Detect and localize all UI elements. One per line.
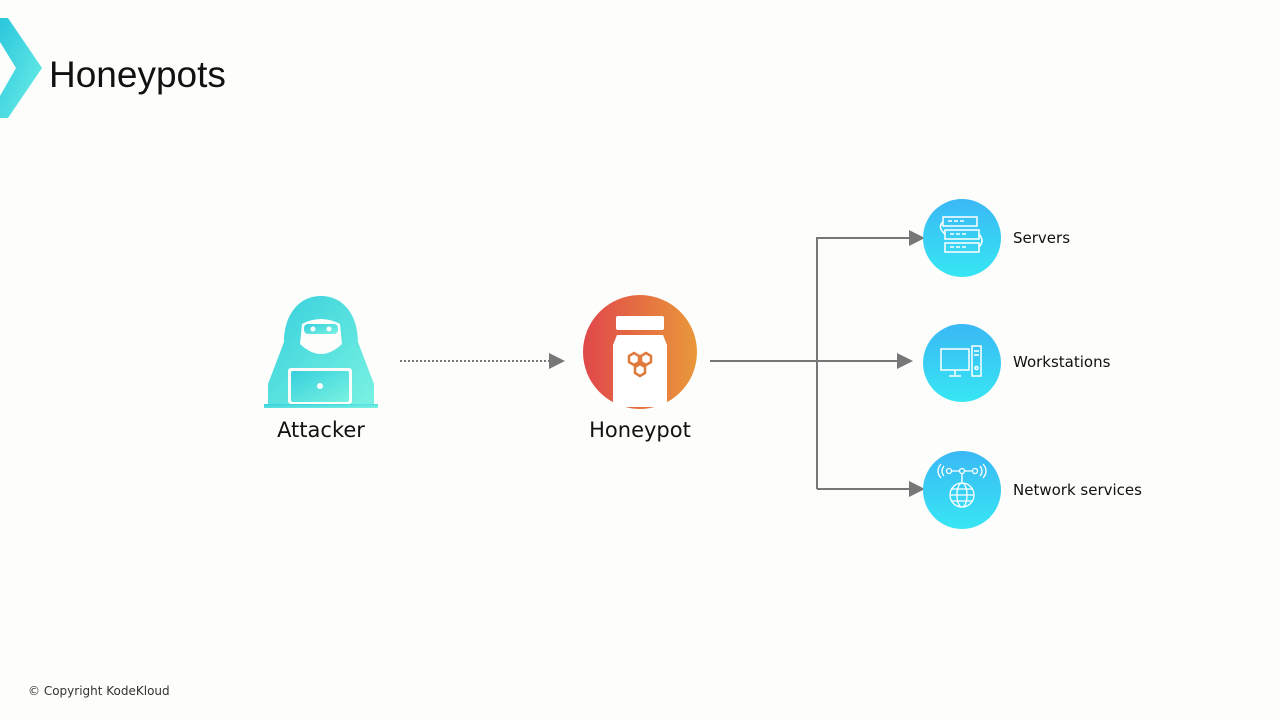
honey-jar-icon xyxy=(583,295,697,409)
servers-node xyxy=(923,199,1001,277)
page-title: Honeypots xyxy=(49,54,226,95)
network-globe-icon xyxy=(937,463,987,508)
attacker-label: Attacker xyxy=(277,418,365,442)
workstations-label: Workstations xyxy=(1013,353,1111,371)
network-services-label: Network services xyxy=(1013,481,1142,499)
honeypot-label: Honeypot xyxy=(589,418,691,442)
server-rack-icon xyxy=(939,216,983,253)
workstations-node xyxy=(923,324,1001,402)
servers-label: Servers xyxy=(1013,229,1071,247)
desktop-computer-icon xyxy=(940,345,982,377)
network-services-node xyxy=(923,451,1001,529)
hacker-icon xyxy=(264,296,378,408)
copyright-footer: © Copyright KodeKloud xyxy=(28,684,170,698)
logo-chevron-icon xyxy=(0,18,42,118)
